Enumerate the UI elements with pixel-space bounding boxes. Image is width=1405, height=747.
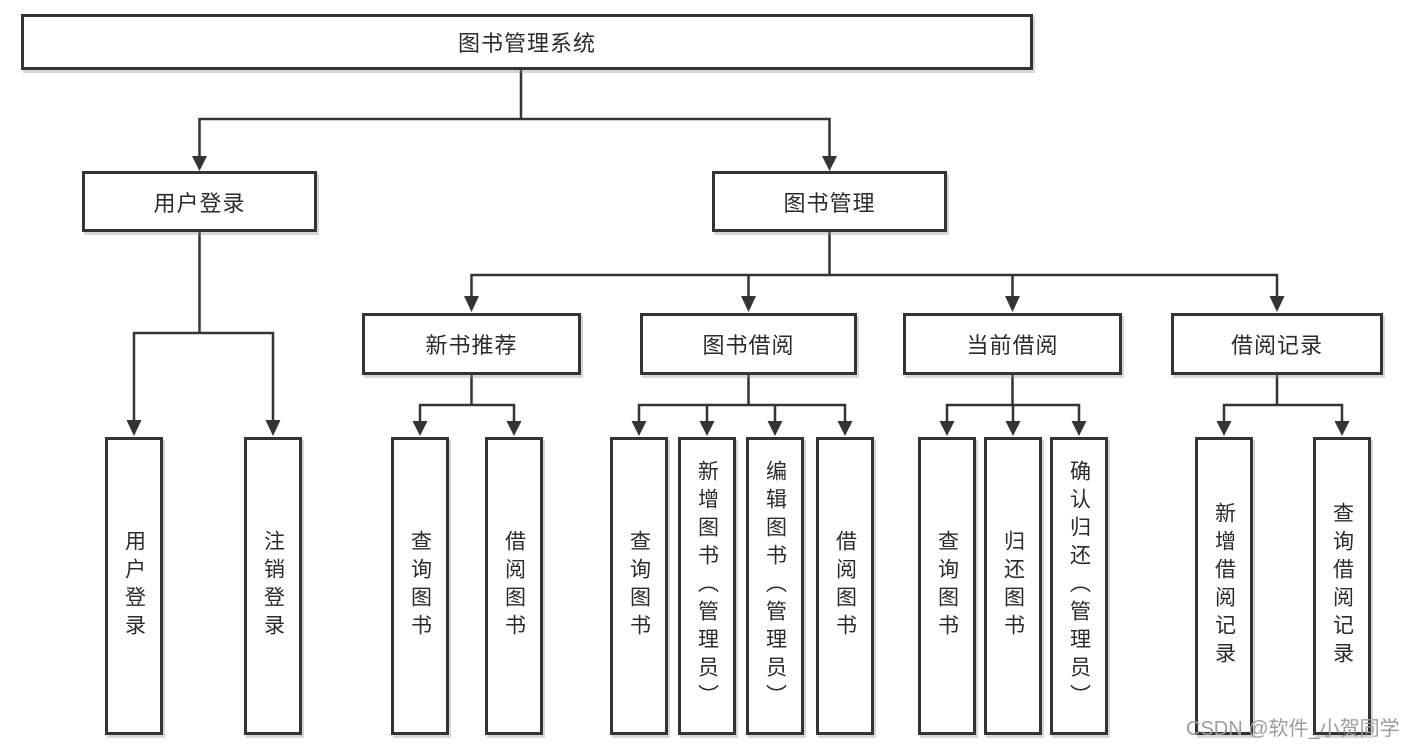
leaf-return-book: 归还图书 bbox=[984, 437, 1042, 735]
connector-current-borrow-split bbox=[945, 375, 1081, 422]
leaf-query-borrow-record-label: 查询借阅记录 bbox=[1330, 502, 1354, 670]
leaf-current-query-book-label: 查询图书 bbox=[935, 530, 959, 642]
arrowhead-current-query-book bbox=[939, 421, 955, 436]
leaf-confirm-return-admin: 确认归还（管理员） bbox=[1050, 437, 1108, 735]
arrowhead-add-book-admin bbox=[699, 421, 715, 436]
leaf-user-login: 用户登录 bbox=[105, 437, 163, 735]
node-root-label: 图书管理系统 bbox=[457, 31, 596, 56]
arrowhead-user-login bbox=[192, 156, 207, 171]
leaf-edit-book-admin: 编辑图书（管理员） bbox=[746, 437, 804, 735]
leaf-user-login-label: 用户登录 bbox=[122, 530, 146, 642]
leaf-recommend-borrow-book-label: 借阅图书 bbox=[502, 530, 526, 642]
connector-new-book-recommend-split bbox=[418, 375, 516, 422]
arrowhead-return-book bbox=[1005, 421, 1021, 436]
arrowhead-new-book-recommend bbox=[464, 296, 479, 312]
arrowhead-current-borrow bbox=[1005, 296, 1020, 312]
leaf-add-borrow-record: 新增借阅记录 bbox=[1195, 437, 1253, 735]
node-user-login-label: 用户登录 bbox=[153, 190, 246, 216]
node-book-management: 图书管理 bbox=[712, 171, 947, 232]
arrowhead-borrow-records bbox=[1269, 296, 1285, 312]
leaf-logout-label: 注销登录 bbox=[261, 530, 285, 642]
arrowhead-leaf-logout bbox=[265, 420, 281, 436]
leaf-confirm-return-admin-label: 确认归还（管理员） bbox=[1067, 460, 1091, 712]
arrowhead-book-management bbox=[822, 156, 837, 171]
arrowhead-borrow-book bbox=[837, 421, 853, 436]
leaf-borrow-book-label: 借阅图书 bbox=[833, 530, 857, 642]
connector-root-split bbox=[198, 117, 831, 157]
leaf-edit-book-admin-label: 编辑图书（管理员） bbox=[763, 460, 787, 712]
leaf-recommend-borrow-book: 借阅图书 bbox=[485, 437, 543, 735]
leaf-borrow-book: 借阅图书 bbox=[816, 437, 874, 735]
arrowhead-leaf-user-login bbox=[126, 420, 142, 436]
leaf-recommend-query-book: 查询图书 bbox=[391, 437, 449, 735]
node-new-book-recommend-label: 新书推荐 bbox=[425, 333, 518, 358]
node-new-book-recommend: 新书推荐 bbox=[362, 313, 581, 375]
node-book-borrow-label: 图书借阅 bbox=[702, 333, 795, 358]
leaf-add-book-admin: 新增图书（管理员） bbox=[678, 437, 736, 735]
node-user-login: 用户登录 bbox=[82, 171, 317, 232]
arrowhead-recommend-borrow-book bbox=[506, 421, 522, 436]
arrowhead-borrow-query-book bbox=[631, 421, 647, 436]
arrowhead-add-borrow-record bbox=[1216, 421, 1232, 436]
leaf-query-borrow-record: 查询借阅记录 bbox=[1313, 437, 1371, 735]
leaf-recommend-query-book-label: 查询图书 bbox=[408, 530, 432, 642]
connector-borrow-records-split bbox=[1222, 375, 1344, 422]
connector-user-login-split bbox=[132, 331, 275, 421]
connector-book-borrow-split bbox=[637, 375, 847, 422]
leaf-add-borrow-record-label: 新增借阅记录 bbox=[1212, 502, 1236, 670]
arrowhead-book-borrow bbox=[741, 296, 756, 312]
connector-level3-split bbox=[470, 273, 1279, 297]
node-root: 图书管理系统 bbox=[21, 14, 1033, 70]
node-book-management-label: 图书管理 bbox=[783, 190, 876, 216]
arrowhead-edit-book-admin bbox=[767, 421, 783, 436]
leaf-borrow-query-book: 查询图书 bbox=[610, 437, 668, 735]
node-borrow-records-label: 借阅记录 bbox=[1230, 333, 1323, 358]
leaf-logout: 注销登录 bbox=[244, 437, 302, 735]
csdn-watermark: CSDN @软件_小贺同学 bbox=[1186, 718, 1400, 740]
leaf-add-book-admin-label: 新增图书（管理员） bbox=[695, 460, 719, 712]
arrowhead-confirm-return-admin bbox=[1071, 421, 1087, 436]
node-current-borrow: 当前借阅 bbox=[903, 313, 1122, 375]
leaf-current-query-book: 查询图书 bbox=[918, 437, 976, 735]
node-book-borrow: 图书借阅 bbox=[640, 313, 857, 375]
arrowhead-recommend-query-book bbox=[412, 421, 428, 436]
leaf-borrow-query-book-label: 查询图书 bbox=[627, 530, 651, 642]
arrowhead-query-borrow-record bbox=[1334, 421, 1350, 436]
node-borrow-records: 借阅记录 bbox=[1171, 313, 1383, 375]
node-current-borrow-label: 当前借阅 bbox=[966, 333, 1059, 358]
leaf-return-book-label: 归还图书 bbox=[1001, 530, 1025, 642]
